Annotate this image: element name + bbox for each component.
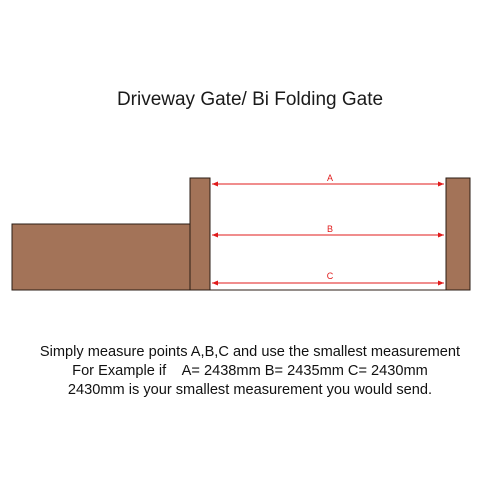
right-gate-post [445, 177, 471, 291]
instructions-line-3: 2430mm is your smallest measurement you … [67, 382, 433, 398]
low-wall [11, 223, 191, 291]
dimension-b: B [212, 224, 444, 238]
dimension-a-label: A [327, 173, 333, 183]
instructions-line-1: Simply measure points A,B,C and use the … [39, 344, 461, 360]
dimension-c-label: C [327, 271, 334, 281]
dimension-b-label: B [327, 224, 333, 234]
instructions-line-2: For Example if A= 2438mm B= 2435mm C= 24… [72, 363, 428, 379]
diagram-title: Driveway Gate/ Bi Folding Gate [116, 89, 384, 110]
dimension-a: A [212, 173, 444, 187]
instructions-text: Simply measure points A,B,C and use the … [0, 343, 500, 400]
dimension-c: C [212, 271, 444, 286]
left-gate-post [189, 177, 211, 291]
